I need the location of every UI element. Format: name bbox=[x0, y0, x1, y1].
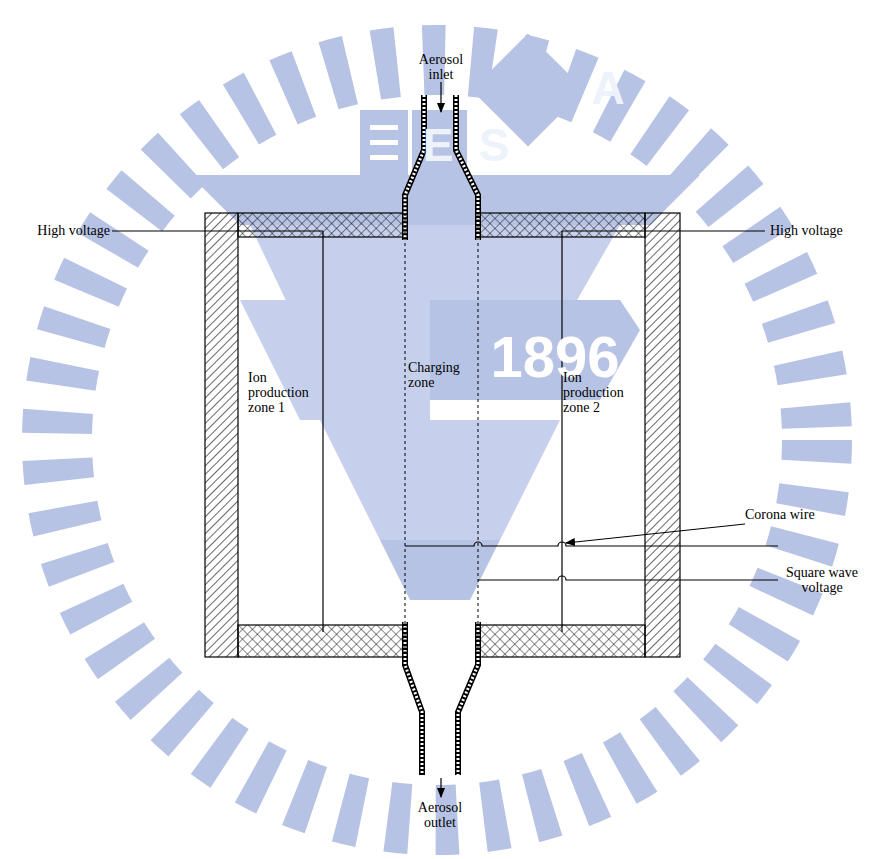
insulator-band bbox=[238, 213, 405, 237]
zone-label: Ion production zone 2 bbox=[563, 370, 639, 415]
square-wave-lead bbox=[478, 576, 778, 580]
hv-lead bbox=[562, 230, 765, 231]
housing-wall bbox=[205, 213, 238, 657]
flow-label: Aerosol inlet bbox=[412, 52, 470, 82]
terminal-label: High voltage bbox=[770, 223, 870, 238]
zone-label: Charging zone bbox=[408, 360, 474, 390]
hv-lead bbox=[112, 230, 323, 231]
watermark bbox=[57, 33, 817, 820]
zone-label: Ion production zone 1 bbox=[248, 370, 318, 415]
terminal-label: Square wave voltage bbox=[782, 565, 862, 595]
tube bbox=[405, 95, 478, 775]
watermark-letter: E bbox=[412, 122, 464, 168]
leader-arrow bbox=[566, 524, 745, 543]
watermark-letter: A bbox=[583, 65, 633, 111]
insulator-band bbox=[238, 625, 405, 657]
flow-arrow bbox=[440, 82, 441, 112]
part-label: Corona wire bbox=[745, 507, 845, 522]
terminal-label: High voltage bbox=[20, 223, 110, 238]
flow-label: Aerosol outlet bbox=[408, 800, 472, 830]
grid-electrode bbox=[478, 213, 479, 657]
corona-wire bbox=[561, 231, 562, 632]
corona-wire bbox=[322, 231, 323, 632]
grid-electrode bbox=[405, 213, 406, 657]
square-wave-lead bbox=[405, 542, 778, 546]
watermark-letter: S bbox=[468, 122, 520, 168]
flow-arrow bbox=[440, 778, 441, 797]
watermark-number: 1896 bbox=[465, 328, 645, 386]
housing-wall bbox=[645, 213, 680, 657]
